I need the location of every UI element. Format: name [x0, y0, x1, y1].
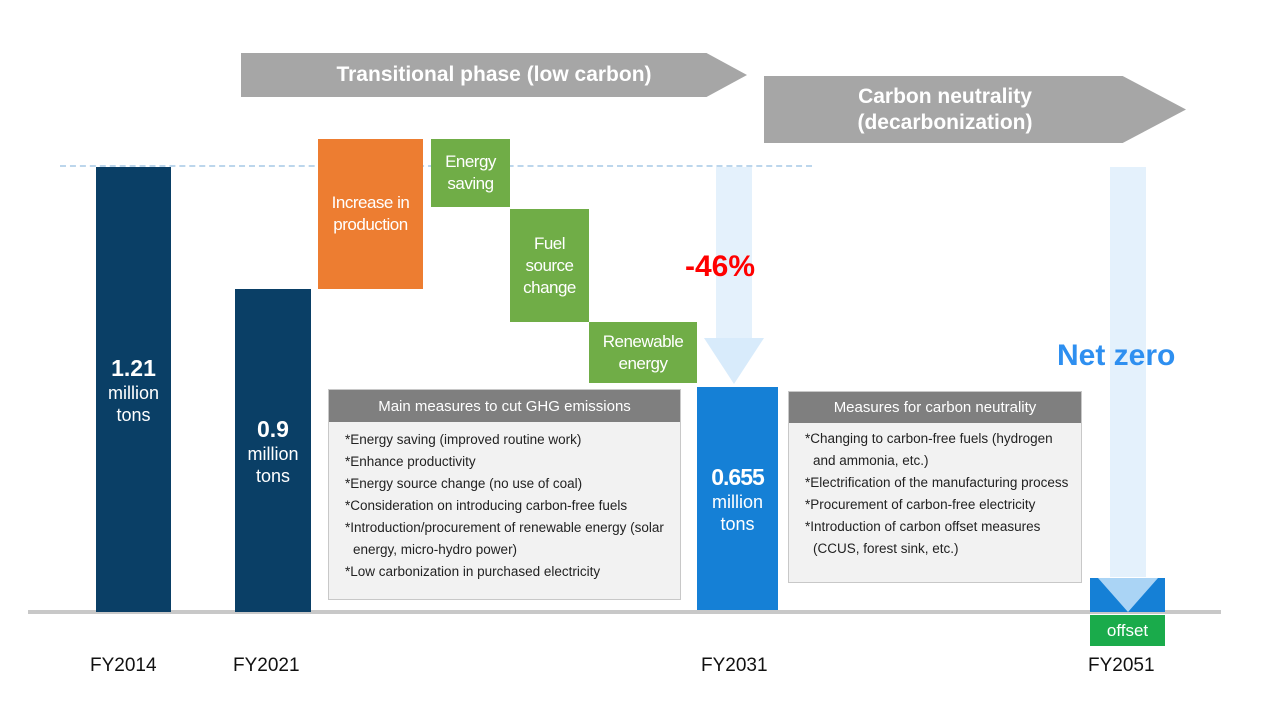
bar-fy2021-unit1: million [247, 443, 299, 464]
neutrality-measure-item: *Electrification of the manufacturing pr… [805, 475, 1069, 490]
bar-fy2014-value: 1.21 [111, 354, 156, 381]
neutrality-measures-list: *Changing to carbon-free fuels (hydrogen… [789, 423, 1081, 560]
carbon-neutrality-label-line1: Carbon neutrality [858, 84, 1032, 108]
increase-in-production-block: Increase in production [318, 139, 423, 289]
fuel-source-change-block: Fuel source change [510, 209, 589, 322]
net-zero-arrow-shaft [1110, 167, 1146, 577]
neutrality-measure-item: *Introduction of carbon offset measures … [805, 519, 1041, 556]
main-measure-item: *Energy source change (no use of coal) [345, 476, 583, 491]
renewable-energy-label: Renewable energy [602, 331, 684, 373]
net-zero-label: Net zero [1057, 339, 1176, 372]
transitional-phase-label: Transitional phase (low carbon) [336, 63, 652, 86]
reduction-percentage: -46% [685, 250, 756, 283]
year-label-fy2021: FY2021 [233, 655, 300, 676]
bar-fy2021-value: 0.9 [257, 415, 289, 442]
bar-fy2014-unit1: million [107, 382, 159, 403]
energy-saving-label: Energy saving [445, 152, 496, 193]
main-measure-item: *Consideration on introducing carbon-fre… [345, 498, 628, 513]
fuel-source-change-label: Fuel source change [523, 233, 576, 297]
bar-fy2031: 0.655 million tons [697, 387, 778, 610]
reduction-arrow-head [704, 338, 764, 384]
bar-fy2021-unit2: tons [255, 465, 291, 486]
bar-fy2031-unit2: tons [720, 513, 755, 534]
neutrality-measures-title: Measures for carbon neutrality [789, 392, 1081, 423]
year-label-fy2014: FY2014 [90, 655, 157, 676]
bar-fy2031-unit1: million [711, 491, 763, 512]
main-measures-list: *Energy saving (improved routine work) *… [329, 422, 680, 583]
year-label-fy2051: FY2051 [1088, 655, 1155, 676]
transitional-phase-arrow: Transitional phase (low carbon) [241, 53, 747, 97]
net-zero-arrow-head [1098, 578, 1158, 612]
offset-label: offset [1106, 620, 1149, 640]
neutrality-measures-panel: Measures for carbon neutrality *Changing… [788, 391, 1082, 583]
main-measure-item: *Low carbonization in purchased electric… [345, 564, 601, 579]
main-measures-title: Main measures to cut GHG emissions [329, 390, 680, 422]
main-measure-item: *Enhance productivity [345, 454, 476, 469]
main-measure-item: *Introduction/procurement of renewable e… [345, 520, 664, 557]
reduction-arrow-shaft [716, 167, 752, 339]
year-label-fy2031: FY2031 [701, 655, 768, 676]
bar-fy2021: 0.9 million tons [235, 289, 311, 612]
neutrality-measure-item: *Procurement of carbon-free electricity [805, 497, 1036, 512]
carbon-neutrality-phase-arrow: Carbon neutrality (decarbonization) [764, 76, 1186, 143]
energy-saving-block: Energy saving [431, 139, 510, 207]
neutrality-measure-item: *Changing to carbon-free fuels (hydrogen… [805, 431, 1053, 468]
main-measures-panel: Main measures to cut GHG emissions *Ener… [328, 389, 681, 600]
bar-fy2014-unit2: tons [116, 404, 151, 425]
offset-box: offset [1090, 615, 1165, 646]
bar-fy2014: 1.21 million tons [96, 167, 171, 612]
increase-in-production-label: Increase in production [331, 193, 410, 234]
renewable-energy-block: Renewable energy [589, 322, 697, 383]
x-axis-baseline [28, 610, 1221, 614]
carbon-neutrality-label-line2: (decarbonization) [857, 110, 1033, 134]
bar-fy2031-value: 0.655 [711, 463, 765, 490]
main-measure-item: *Energy saving (improved routine work) [345, 432, 582, 447]
